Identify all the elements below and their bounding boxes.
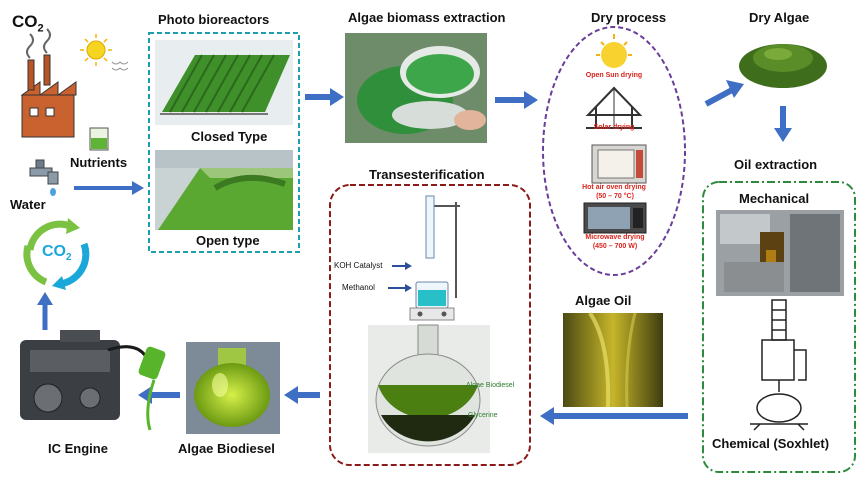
water-label: Water [10, 197, 46, 212]
reagent-arrows [388, 262, 412, 292]
biodiesel-layer-label: Algae Biodiesel [466, 382, 515, 389]
soxhlet-apparatus-icon [750, 299, 808, 431]
bioreactor-frame [148, 32, 300, 253]
hot-air-oven-icon [591, 144, 647, 184]
co2-label: CO2 [12, 12, 44, 35]
co2-cycle-icon [23, 218, 90, 290]
ic-engine-icon [20, 330, 120, 420]
biomass-extraction-photo [345, 33, 487, 143]
arrow-to-dry-algae [704, 80, 744, 107]
ic-engine-title: IC Engine [48, 441, 108, 456]
separation-flask-photo [368, 324, 490, 453]
sun-icon [80, 34, 129, 71]
open-sun-drying-label: Open Sun drying [585, 72, 643, 79]
nutrients-beaker-icon [89, 127, 109, 151]
solar-drying-label: Solar drying [593, 124, 635, 131]
microwave-drying-label: Microwave drying [585, 234, 645, 241]
water-tap-icon [29, 159, 59, 196]
methanol-label: Methanol [342, 283, 375, 292]
dry-process-frame [542, 26, 686, 276]
arrow-to-extraction [305, 88, 344, 106]
open-sun-icon [596, 34, 632, 68]
fuel-nozzle-icon [107, 345, 166, 431]
arrow-to-dry-process [495, 91, 538, 109]
cycle-co2-label: CO2 [42, 243, 72, 264]
algae-oil-title: Algae Oil [575, 293, 632, 308]
reaction-setup-icon [409, 195, 460, 321]
transesterification-frame [329, 184, 531, 466]
microwave-power: (450 – 700 W) [592, 243, 638, 250]
chemical-soxhlet-label: Chemical (Soxhlet) [712, 436, 830, 451]
factory-icon [20, 28, 77, 138]
closed-type-photo [155, 40, 293, 125]
arrow-to-bioreactors [74, 181, 144, 195]
arrow-biodiesel-to-engine [138, 386, 180, 404]
solar-dryer-icon [585, 86, 643, 129]
mechanical-press-photo [716, 210, 844, 296]
nutrients-label: Nutrients [70, 155, 128, 170]
oil-extraction-frame [702, 181, 856, 473]
biomass-extraction-title: Algae biomass extraction [348, 10, 506, 25]
closed-type-label: Closed Type [191, 129, 268, 144]
oil-extraction-title: Oil extraction [734, 157, 818, 172]
dry-algae-powder-icon [739, 44, 827, 88]
biodiesel-flask-photo [186, 342, 280, 434]
hot-air-oven-temp: (50 – 70 °C) [596, 193, 634, 200]
hot-air-oven-label: Hot air oven drying [582, 184, 646, 191]
dry-algae-title: Dry Algae [749, 10, 810, 25]
open-type-label: Open type [196, 233, 260, 248]
arrow-trans-to-biodiesel [284, 386, 320, 404]
photo-bioreactors-title: Photo bioreactors [158, 12, 270, 27]
microwave-icon [583, 202, 647, 234]
arrow-oil-to-trans [540, 407, 688, 425]
koh-catalyst-label: KOH Catalyst [334, 261, 383, 270]
transesterification-title: Transesterification [369, 167, 485, 182]
arrow-engine-to-cycle [37, 292, 53, 330]
dry-process-title: Dry process [591, 10, 667, 25]
algae-biodiesel-title: Algae Biodiesel [178, 441, 275, 456]
mechanical-label: Mechanical [739, 191, 810, 206]
arrow-to-oil-extraction [774, 106, 792, 142]
glycerine-layer-label: Glycerine [468, 412, 498, 419]
open-type-photo [155, 150, 293, 230]
algae-oil-photo [563, 311, 663, 408]
